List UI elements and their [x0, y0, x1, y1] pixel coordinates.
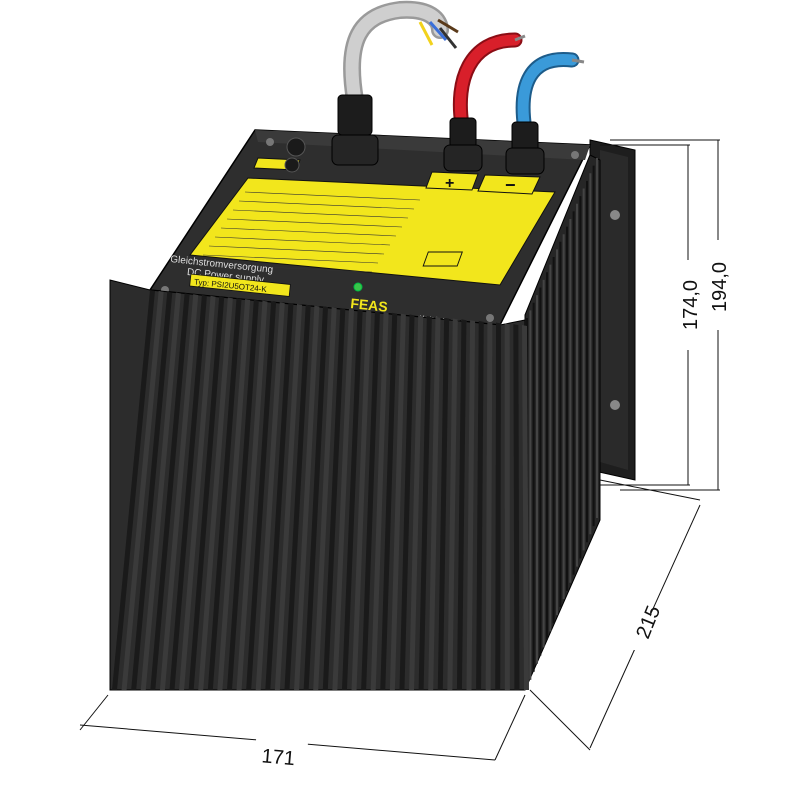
screw-icon — [571, 151, 579, 159]
heatsink-fin — [217, 298, 251, 690]
heatsink-fin — [370, 311, 389, 690]
heatsink-fin — [284, 304, 311, 690]
label-text-line — [208, 245, 385, 255]
width-171-label: 171 — [261, 745, 296, 770]
label-text-line — [232, 209, 409, 219]
heatsink-fin — [179, 295, 216, 690]
heatsink-fin — [351, 310, 372, 690]
heatsink-fin — [112, 290, 155, 690]
heatsink-fin — [447, 318, 458, 690]
heatsink-fin — [409, 315, 424, 690]
label-text-line — [196, 263, 373, 273]
ce-mark-icon — [422, 251, 463, 267]
label-text-line — [202, 254, 379, 264]
heatsink-fin — [150, 293, 190, 690]
label-text-line — [214, 236, 391, 246]
heatsink-fin — [341, 309, 363, 690]
minus-label: − — [505, 175, 516, 195]
label-text-line — [244, 191, 421, 201]
heatsink-fin — [303, 306, 329, 690]
heatsink-fin — [437, 317, 450, 690]
heatsink-fin — [466, 320, 476, 690]
mounting-bracket — [589, 139, 636, 481]
heatsink-fin — [522, 325, 529, 690]
heatsink-fin — [513, 324, 520, 690]
led-icon — [353, 282, 363, 292]
label-text-line — [238, 200, 415, 210]
heatsink-fin — [265, 303, 294, 690]
heatsink-fin — [313, 307, 337, 690]
heatsink-fin — [361, 311, 380, 690]
heatsink-fin — [456, 319, 467, 690]
heatsink-fin — [169, 294, 207, 690]
heatsink-fin — [207, 298, 242, 690]
cable-gland-icon — [443, 117, 483, 172]
heatsink-fin — [485, 321, 493, 690]
rating-label — [189, 177, 556, 286]
screw-icon — [266, 138, 274, 146]
heatsink-fin — [418, 316, 432, 690]
cables — [343, 0, 585, 138]
heatsink-fin — [198, 297, 233, 690]
label-text-line — [220, 227, 397, 237]
heatsink-fin — [274, 303, 303, 690]
cable-gland-icon — [505, 121, 545, 175]
heatsink-fin — [428, 316, 441, 690]
heatsink-fin — [495, 322, 502, 690]
heatsink-fin — [159, 294, 199, 690]
heatsink-fin — [226, 299, 259, 690]
heatsink-fin — [246, 301, 277, 690]
heatsink-fin — [255, 302, 285, 690]
height-174-label: 174,0 — [680, 280, 702, 330]
heatsink-fin — [399, 314, 415, 690]
height-194-label: 194,0 — [709, 262, 731, 312]
heatsink-fin — [236, 300, 268, 690]
label-text-line — [226, 218, 403, 228]
heatsink-fin — [380, 312, 398, 690]
heatsink-fin — [476, 320, 484, 690]
heatsink-fin — [121, 290, 164, 690]
front-heatsink-fins — [109, 279, 529, 691]
heatsink-fin — [504, 323, 510, 690]
heatsink-fin — [322, 307, 346, 690]
heatsink-fin — [131, 291, 173, 690]
screw-icon — [486, 314, 494, 322]
heatsink-fin — [140, 292, 181, 690]
heatsink-fin — [188, 296, 225, 690]
heatsink-fin — [294, 305, 320, 690]
heatsink-fin — [389, 313, 406, 690]
plus-label: + — [445, 175, 454, 192]
cable-glands — [284, 94, 545, 175]
heatsink-fin — [332, 308, 354, 690]
cable-gland-icon — [331, 94, 379, 166]
